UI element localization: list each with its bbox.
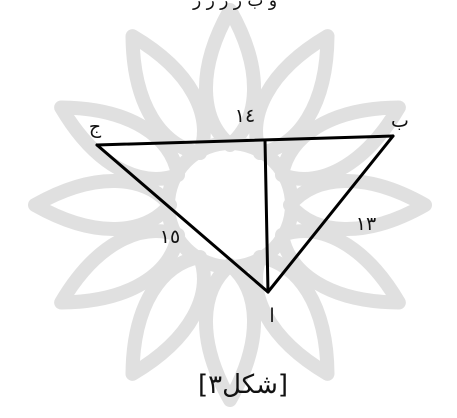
rosette-petal xyxy=(199,258,261,407)
side-label-right: ١٣ xyxy=(356,213,376,235)
rosette-petal xyxy=(125,29,211,161)
triangle xyxy=(95,134,395,294)
vertex-label-alef: ا xyxy=(269,305,274,327)
rosette-inner-ring xyxy=(161,136,299,274)
side-label-top: ١٤ xyxy=(235,105,255,127)
rosette-petal xyxy=(274,224,406,310)
rosette-watermark xyxy=(28,3,432,407)
figure-caption: [شکل٣] xyxy=(198,370,288,400)
altitude xyxy=(263,138,270,294)
side-top xyxy=(95,134,395,147)
vertex-label-be: ب xyxy=(391,110,409,132)
header-fragment: و ب ر ر ر ر xyxy=(192,0,277,11)
rosette-petal xyxy=(274,100,406,186)
rosette-petal xyxy=(249,249,335,381)
rosette-petal xyxy=(54,224,186,310)
side-right xyxy=(266,134,395,294)
rosette-petal xyxy=(199,3,261,152)
rosette-petal xyxy=(28,174,177,236)
rosette-petal xyxy=(125,249,211,381)
rosette-petal xyxy=(249,29,335,161)
rosette-petal xyxy=(283,174,432,236)
side-label-left: ١٥ xyxy=(160,226,180,248)
vertex-label-jim: ج xyxy=(89,116,102,138)
rosette-petals xyxy=(28,3,432,407)
side-left xyxy=(95,143,270,294)
